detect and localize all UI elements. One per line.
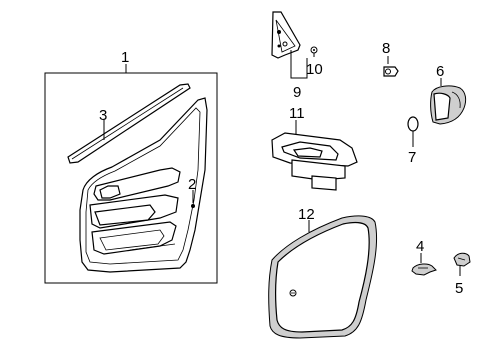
- belt-molding: [67, 83, 191, 164]
- cap-part: [407, 116, 419, 147]
- callout-6: 6: [436, 63, 444, 80]
- callout-9: 9: [293, 84, 301, 101]
- clip-5: [453, 252, 471, 276]
- callout-5: 5: [455, 280, 463, 297]
- callout-2: 2: [188, 176, 196, 193]
- water-shield: [268, 215, 378, 339]
- callout-7: 7: [408, 149, 416, 166]
- callout-3: 3: [99, 107, 107, 124]
- callout-11: 11: [289, 105, 305, 122]
- handle-cover: [430, 78, 467, 125]
- grommet-part: [383, 56, 399, 77]
- switch-bezel: [271, 120, 358, 191]
- callout-12: 12: [298, 206, 315, 223]
- assembly-frame: [44, 72, 218, 284]
- callout-4: 4: [416, 238, 424, 255]
- callout-10: 10: [306, 61, 323, 78]
- callout-8: 8: [382, 40, 390, 57]
- callout-1: 1: [121, 49, 129, 66]
- door-trim-assembly: [44, 64, 218, 284]
- clip-4: [411, 253, 437, 276]
- mirror-corner-cover: [271, 11, 318, 79]
- clip-part: [191, 204, 195, 208]
